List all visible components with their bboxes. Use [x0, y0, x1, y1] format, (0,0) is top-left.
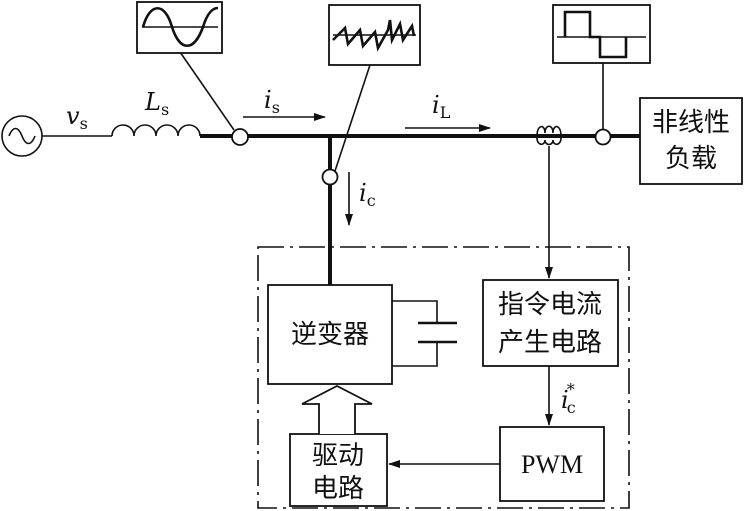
sine-waveform-icon [136, 1, 223, 54]
probe-line-2 [334, 64, 371, 172]
drive-to-inverter-arrow [301, 384, 373, 434]
drive-circuit-block [289, 433, 388, 507]
capacitor-icon [392, 300, 457, 367]
ref-current-label: i*c [561, 380, 576, 417]
command-label-line2: 产生电路 [498, 328, 602, 358]
current-transformer-icon [536, 125, 562, 146]
command-current-block [482, 279, 619, 367]
source-voltage-label: vs [66, 102, 88, 133]
inductor-label: Ls [144, 88, 169, 119]
inductor-icon [111, 124, 201, 137]
square-waveform-icon [552, 4, 651, 64]
comp-current-label: ic [359, 179, 376, 210]
drive-label-line2: 电路 [312, 474, 364, 504]
pwm-label: PWM [521, 450, 583, 479]
load-label-line1: 非线性 [652, 108, 730, 138]
inverter-block [267, 284, 393, 385]
drive-label-line1: 驱动 [312, 441, 364, 471]
source-current-sensor [231, 128, 249, 146]
comp-current-sensor [321, 168, 339, 186]
probe-line-1 [179, 51, 235, 131]
apf-enclosure [257, 246, 630, 509]
distorted-waveform-icon [328, 4, 421, 66]
load-current-label: iL [432, 91, 451, 122]
source-current-label: is [264, 86, 280, 117]
inverter-label: 逆变器 [291, 320, 369, 350]
pwm-block [499, 426, 605, 502]
load-label-line2: 负载 [665, 144, 717, 174]
command-label-line1: 指令电流 [498, 290, 602, 320]
load-voltage-sensor [594, 128, 612, 146]
nonlinear-load-block [639, 97, 743, 185]
ac-source-icon [1, 115, 43, 157]
